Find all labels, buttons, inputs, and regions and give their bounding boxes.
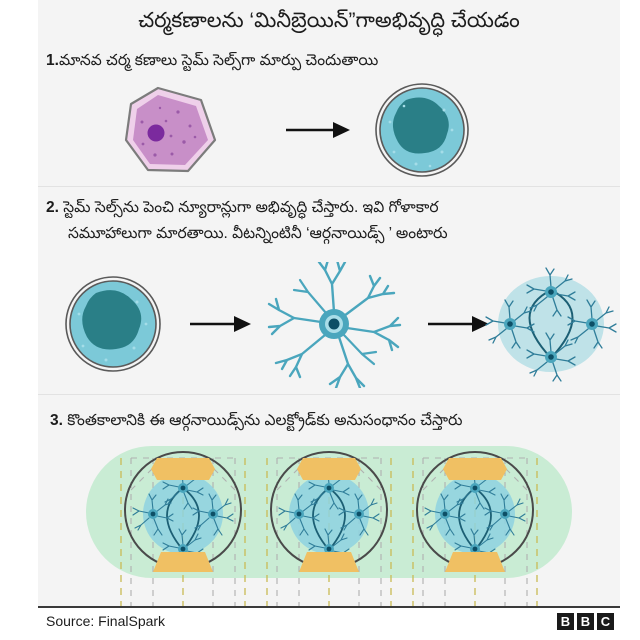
neuron-illustration xyxy=(267,262,402,388)
section-divider-2 xyxy=(38,394,620,395)
step-1-label: మానవ చర్మ కణాలు స్టెమ్ సెల్స్‌గా మార్పు … xyxy=(58,52,379,69)
step-3-number: 3. xyxy=(50,412,63,429)
bbc-logo: B B C xyxy=(557,613,614,630)
bbc-logo-letter-1: B xyxy=(557,613,574,630)
step-2-diagram xyxy=(65,262,617,388)
step-2-number: 2. xyxy=(46,199,59,216)
section-divider-1 xyxy=(38,186,620,187)
skin-cell-illustration xyxy=(124,86,217,173)
step-2-label-line2: సమూహాలుగా మారతాయి. వీటన్నింటినీ ‘ఆర్గనాయ… xyxy=(68,225,448,242)
page-title: చర్మకణాలను ‘మినీబ్రెయిన్”గాఅభివృద్ధి చేయ… xyxy=(138,9,520,32)
step-3-text: 3. కొంతకాలానికి ఈ ఆర్గనాయిడ్స్‌ను ఎలక్ట్… xyxy=(50,408,620,434)
stem-cell-illustration-2 xyxy=(65,276,161,372)
stem-cell-illustration xyxy=(375,83,469,177)
arrow-1 xyxy=(286,122,350,138)
footer-divider xyxy=(38,606,620,608)
step-2-text: 2. స్టెమ్ సెల్స్‌ను పెంచి న్యూరాన్లుగా అ… xyxy=(46,195,616,247)
organoid-illustration xyxy=(485,267,617,382)
bbc-logo-letter-3: C xyxy=(597,613,614,630)
arrow-2b xyxy=(428,316,489,332)
bbc-logo-letter-2: B xyxy=(577,613,594,630)
step-1-text: 1.మానవ చర్మ కణాలు స్టెమ్ సెల్స్‌గా మార్ప… xyxy=(46,48,606,74)
step-3-diagram xyxy=(86,446,572,606)
step-1-number: 1. xyxy=(46,52,59,69)
step-2-label-line1: స్టెమ్ సెల్స్‌ను పెంచి న్యూరాన్లుగా అభివ… xyxy=(63,199,439,216)
step-3-label: కొంతకాలానికి ఈ ఆర్గనాయిడ్స్‌ను ఎలక్ట్రోడ… xyxy=(67,412,463,429)
source-label: Source: FinalSpark xyxy=(46,613,166,629)
arrow-2a xyxy=(190,316,251,332)
step-1-diagram xyxy=(124,83,469,177)
